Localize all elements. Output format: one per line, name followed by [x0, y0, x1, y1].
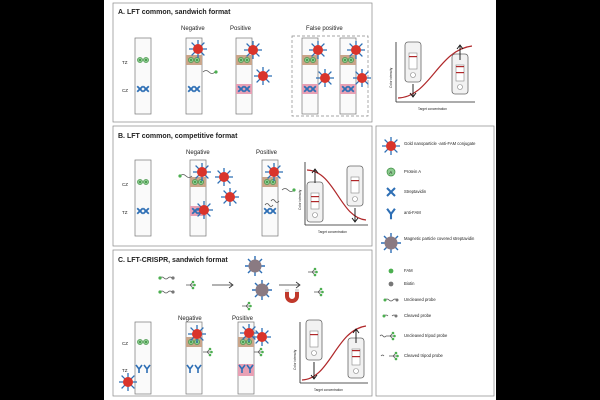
svg-text:A: A [389, 170, 392, 175]
panel-b-positive-label: Positive [256, 150, 278, 156]
panel-a-strip-reference [134, 37, 152, 115]
anti-fam-icon [386, 208, 396, 220]
uncleaved-probe-icon [383, 298, 399, 302]
panel-a-chart: Color intensity Target concentration [389, 41, 475, 111]
panel-b-cz-label: CZ [122, 182, 128, 187]
panel-a-false-positive-label: False positive [306, 26, 343, 32]
panel-b-tz-label: TZ [122, 210, 128, 215]
panel-a-cz-label: CZ [122, 88, 128, 93]
panel-b-title: B. LFT common, competitive format [118, 133, 238, 140]
panel-a-chart-ylabel: Color intensity [389, 67, 393, 88]
panel-a-title: A. LFT common, sandwich format [118, 9, 231, 16]
legend-magnetic-label: Magnetic particle covered streptavidin [404, 236, 475, 241]
uncleaved-tripod-icon [379, 331, 397, 341]
panel-c: C. LFT-CRISPR, sandwich format Negative … [112, 249, 373, 397]
panel-a: A. LFT common, sandwich format Negative … [112, 2, 475, 123]
protein-a-icon: A [386, 167, 396, 177]
legend-fam-label: FAM [404, 268, 413, 273]
panel-a-tz-label: TZ [122, 60, 128, 65]
panel-a-chart-xlabel: Target concentration [418, 107, 447, 111]
legend-cleaved-tripod-label: Cleaved tripod probe [404, 353, 444, 358]
panel-c-border [112, 249, 373, 397]
legend-cleaved-label: Cleaved probe [404, 313, 432, 318]
legend-anti-fam-label: anti-FAM [404, 210, 421, 215]
panel-c-chart-ylabel: Color intensity [293, 349, 297, 370]
cleaved-tripod-icon [380, 351, 400, 361]
panel-b-negative-label: Negative [186, 150, 210, 156]
panel-c-chart-xlabel: Target concentration [314, 388, 343, 392]
legend-streptavidin-label: Streptavidin [404, 189, 427, 194]
panel-c-chart: Color intensity Target concentration [293, 319, 368, 392]
panel-c-curve [301, 325, 367, 381]
panel-b-chart-ylabel: Color intensity [298, 189, 302, 210]
legend: Gold nanoparticle -anti-FAM conjugate A … [375, 125, 495, 397]
panel-c-title: C. LFT-CRISPR, sandwich format [118, 257, 228, 264]
magnet-icon [285, 289, 299, 303]
panel-c-negative-label: Negative [178, 316, 202, 322]
panel-a-curve [397, 45, 473, 99]
panel-a-false-positive-box [291, 35, 369, 117]
cleaved-probe-icon [382, 314, 398, 318]
legend-biotin-label: Biotin [404, 281, 415, 286]
legend-uncleaved-label: Uncleaved probe [404, 297, 436, 302]
legend-border [375, 125, 495, 397]
panel-b-chart-xlabel: Target concentration [318, 230, 347, 234]
biotin-icon [388, 281, 394, 287]
streptavidin-icon [386, 187, 396, 197]
legend-protein-a-label: Protein A [404, 169, 421, 174]
panel-a-border [112, 2, 373, 123]
panel-c-positive-label: Positive [232, 316, 254, 322]
panel-b: B. LFT common, competitive format Negati… [112, 125, 373, 247]
panel-c-strip-reference [134, 321, 152, 395]
panel-b-chart: Color intensity Target concentration [298, 162, 368, 234]
panel-b-border [112, 125, 373, 247]
panel-b-strip-reference [134, 159, 152, 237]
legend-uncleaved-tripod-label: Uncleaved tripod probe [404, 333, 448, 338]
panel-c-tz-label: TZ [122, 368, 128, 373]
legend-gold-label: Gold nanoparticle -anti-FAM conjugate [404, 141, 476, 146]
panel-a-positive-label: Positive [230, 26, 252, 32]
panel-c-cz-label: CZ [122, 341, 128, 346]
fam-icon [388, 268, 394, 274]
panel-a-negative-label: Negative [181, 26, 205, 32]
